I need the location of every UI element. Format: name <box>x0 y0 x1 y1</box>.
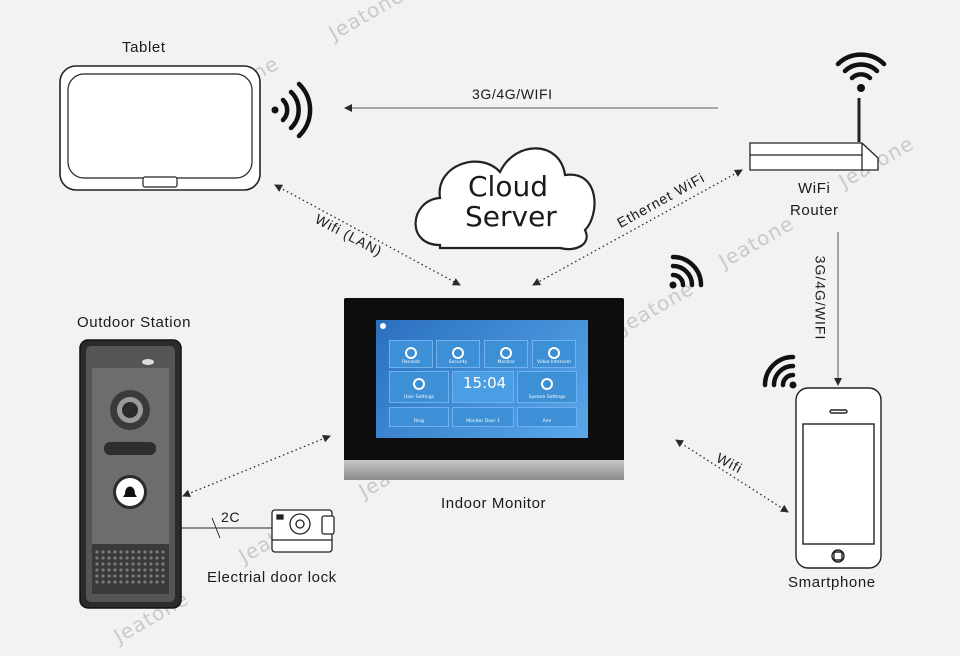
tile-monitor[interactable]: Monitor <box>484 340 528 368</box>
router-label-line2: Router <box>790 202 839 219</box>
tablet-drawing <box>59 65 261 191</box>
cloud-label-line2: Server <box>465 200 557 233</box>
link-outdoor-monitor <box>182 434 331 498</box>
tile-user-settings[interactable]: User Settings <box>389 371 449 403</box>
tile-system-settings[interactable]: System Settings <box>517 371 577 403</box>
outdoor-station-label: Outdoor Station <box>77 314 192 331</box>
door-lock-drawing <box>271 509 335 553</box>
tile-video-intercom[interactable]: Video Intercom <box>532 340 576 368</box>
tile-aim[interactable]: Aim <box>517 407 577 427</box>
wifi-signal-icon <box>762 354 797 389</box>
cloud-shape <box>414 147 596 251</box>
link-router-monitor <box>532 169 743 286</box>
wifi-signal-icon <box>271 81 313 139</box>
monitor-metal-strip <box>344 460 624 480</box>
screen-clock: 15:04 <box>463 374 507 392</box>
router-drawing <box>749 98 879 171</box>
speaker-grille <box>95 550 165 584</box>
link-outdoor-lock-tick <box>211 517 221 539</box>
indoor-monitor-label: Indoor Monitor <box>441 495 547 512</box>
tablet-label: Tablet <box>122 39 166 56</box>
door-lock-label: Electrial door lock <box>207 569 337 586</box>
smartphone-drawing <box>795 387 882 569</box>
tile-security[interactable]: Security <box>436 340 480 368</box>
tile-ring[interactable]: Ring <box>389 407 449 427</box>
link-label-tablet-router: 3G/4G/WIFI <box>472 86 553 102</box>
tile-clock <box>452 371 514 403</box>
call-text: CALL <box>122 498 136 504</box>
link-label-router-phone: 3G/4G/WIFI <box>812 255 829 341</box>
tile-records[interactable]: Records <box>389 340 433 368</box>
router-label-line1: WiFi <box>798 180 831 197</box>
wifi-signal-icon <box>669 254 704 289</box>
cloud-label-line1: Cloud <box>468 170 548 203</box>
tile-monitor-door[interactable]: Monitor Door 1 <box>452 407 514 427</box>
smartphone-label: Smartphone <box>788 574 876 591</box>
outdoor-station-drawing <box>79 339 182 609</box>
link-label-outdoor-lock: 2C <box>221 509 241 525</box>
wifi-signal-icon <box>835 52 887 92</box>
link-phone-monitor <box>675 439 789 513</box>
screen-status-icon <box>380 323 386 329</box>
